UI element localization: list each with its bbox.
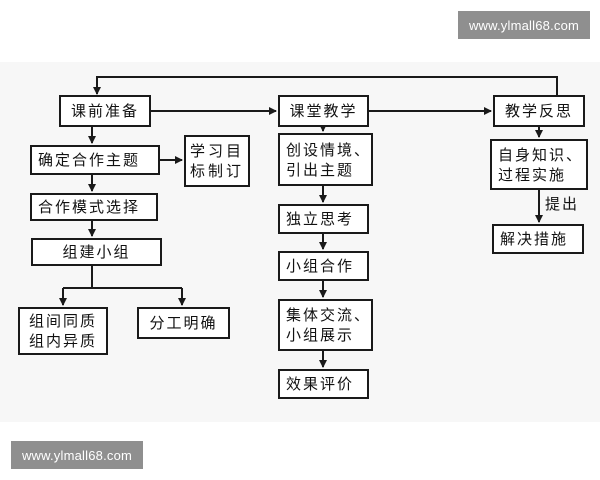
feedback-loop-line [93, 76, 558, 96]
label-propose: 提出 [545, 195, 580, 213]
node-effect-evaluation: 效果评价 [278, 369, 369, 399]
node-learning-goal: 学习目 标制订 [184, 135, 250, 187]
watermark-top: www.ylmall68.com [458, 11, 590, 39]
node-teaching-reflection: 教学反思 [493, 95, 585, 127]
node-independent-thinking: 独立思考 [278, 204, 369, 234]
node-determine-topic: 确定合作主题 [30, 145, 160, 175]
node-group-cooperation: 小组合作 [278, 251, 369, 281]
node-self-knowledge: 自身知识、 过程实施 [490, 139, 588, 190]
node-mode-selection: 合作模式选择 [30, 193, 158, 221]
group-branch-line [63, 266, 182, 289]
node-classroom-teaching: 课堂教学 [278, 95, 369, 127]
watermark-bottom: www.ylmall68.com [11, 441, 143, 469]
node-collective-sharing: 集体交流、 小组展示 [278, 299, 373, 351]
node-pre-class-prep: 课前准备 [59, 95, 151, 127]
node-clear-division: 分工明确 [137, 307, 230, 339]
node-homogeneity: 组间同质 组内异质 [18, 307, 108, 355]
node-create-scenario: 创设情境、 引出主题 [278, 133, 373, 186]
node-solution-measures: 解决措施 [492, 224, 584, 254]
node-build-group: 组建小组 [31, 238, 162, 266]
